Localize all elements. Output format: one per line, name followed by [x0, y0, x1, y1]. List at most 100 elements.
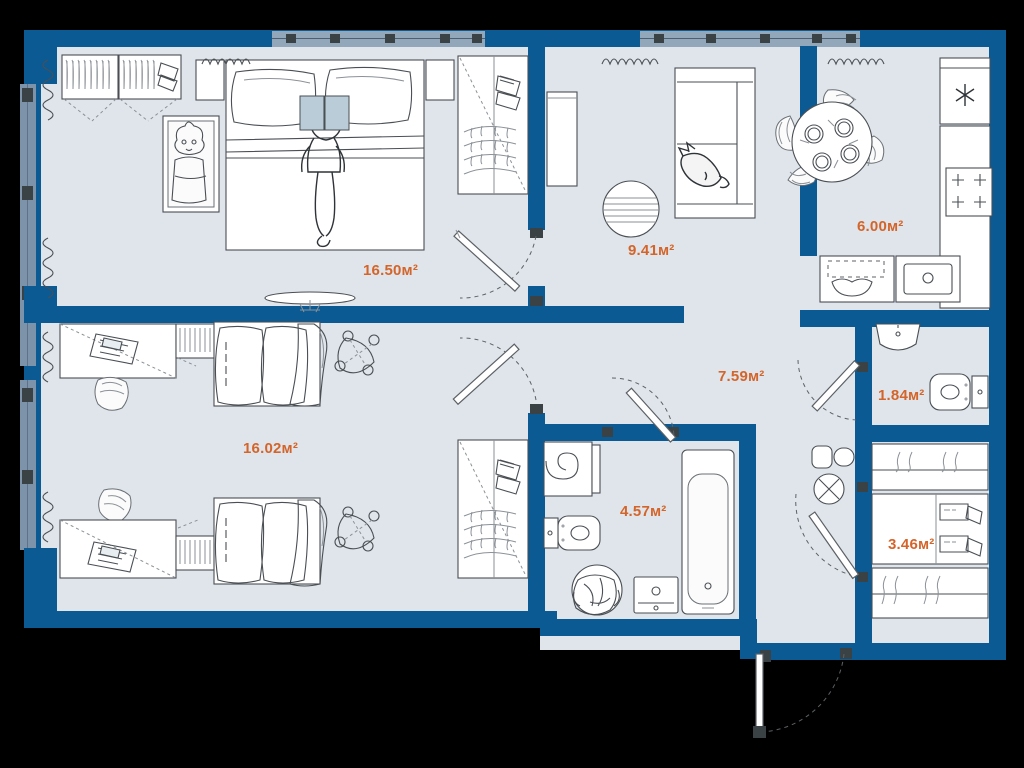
door-jamb-entrance-left: [760, 650, 771, 662]
curtain-vertical-left-2: [40, 236, 56, 306]
door-jamb-wardrobe-top: [857, 482, 868, 492]
toilet-bathroom: [543, 515, 602, 552]
balcony-hinge-left-4: [22, 388, 33, 402]
wardrobe-bedroom2: [457, 439, 530, 580]
wardrobe-shelf-shirts: [871, 493, 990, 566]
interior-wall-bedroom2-hall: [528, 413, 545, 628]
window-living-tick-4: [812, 34, 822, 43]
sofa-living-room: [674, 67, 757, 220]
coffee-table-master: [264, 291, 356, 314]
exterior-wall-bottom-left: [24, 611, 540, 628]
interior-wall-bathroom-top: [528, 424, 756, 441]
crib: [162, 115, 221, 214]
area-label-kitchen: 6.00м²: [857, 218, 904, 235]
toilet-wc: [929, 372, 990, 414]
window-bedroom-tick-1: [286, 34, 296, 43]
kitchen-counter-run: [939, 125, 992, 310]
window-bedroom-tick-2: [330, 34, 340, 43]
radiator-curtain-bedroom-1: [200, 54, 260, 70]
area-label-guest-wc: 1.84м²: [878, 387, 925, 404]
radiator-upper-bedroom2: [175, 323, 218, 367]
entrance-door[interactable]: [752, 652, 862, 752]
wardrobe-master-right: [457, 55, 530, 196]
nightstand-right: [425, 59, 456, 102]
desk-upper-bedroom2: [59, 323, 178, 380]
window-bedroom: [272, 31, 485, 47]
round-coffee-table-living: [602, 180, 662, 240]
wardrobe-rail-bottom: [871, 567, 990, 620]
interior-wall-kitchen-bottom: [800, 310, 1006, 327]
window-living-mullion: [640, 38, 860, 39]
door-bathroom: [610, 368, 690, 443]
desk-lower-bedroom2: [59, 519, 178, 582]
window-living-tick-3: [760, 34, 770, 43]
laundry-basket: [570, 562, 624, 618]
double-bed-master: [225, 59, 426, 252]
window-bedroom-tick-4: [440, 34, 450, 43]
wall-pier-left-lower: [24, 548, 57, 612]
window-living-room: [640, 31, 860, 47]
curtain-vertical-left-3: [40, 330, 56, 390]
interior-wall-wc-bottom: [855, 425, 1006, 442]
single-bed-lower: [213, 496, 396, 588]
door-jamb-bedroom2-top: [530, 404, 543, 414]
door-jamb-bathroom-left: [602, 427, 613, 437]
area-label-wardrobe-room: 3.46м²: [888, 536, 935, 553]
interior-wall-bedrooms-divider: [24, 306, 684, 323]
area-label-hallway: 7.59м²: [718, 368, 765, 385]
balcony-hinge-left-1: [22, 88, 33, 102]
door-guest-wc: [790, 356, 870, 424]
radiator-curtain-bedroom-2: [600, 54, 666, 70]
washbasin-wc: [874, 322, 922, 358]
exterior-wall-right: [989, 30, 1006, 660]
door-jamb-entrance-right: [840, 648, 852, 659]
window-living-tick-2: [706, 34, 716, 43]
mirror-panel-master: [546, 91, 579, 188]
nightstand-left: [195, 59, 226, 102]
door-jamb-bedroom1-top: [530, 228, 543, 238]
curtain-vertical-left-1: [40, 58, 56, 128]
area-label-second-bedroom: 16.02м²: [243, 440, 299, 457]
balcony-glazing-left-lower: [20, 380, 36, 550]
office-chair-lower: [94, 486, 138, 524]
washing-machine-bathroom: [543, 441, 602, 498]
balcony-mullion-left-lower: [27, 380, 28, 550]
curtain-vertical-left-4: [40, 490, 56, 550]
window-living-tick-5: [846, 34, 856, 43]
shoe-cabinet-hall: [811, 445, 856, 470]
wall-mirror-hall: [812, 472, 846, 506]
door-master-bedroom: [452, 228, 548, 312]
dining-table-kitchen: [770, 86, 896, 202]
window-bedroom-mullion: [272, 38, 485, 39]
area-label-living-room: 9.41м²: [628, 242, 675, 259]
single-bed-upper: [213, 321, 396, 408]
cooktop-kitchen: [945, 167, 994, 218]
wardrobe-master-left: [61, 54, 182, 122]
interior-wall-wc-left: [855, 310, 872, 434]
balcony-hinge-left-2: [22, 186, 33, 200]
interior-wall-bedroom-living: [528, 46, 545, 230]
exterior-wall-step-horizontal: [540, 619, 756, 636]
exterior-wall-bottom-right: [756, 643, 1006, 660]
area-label-bathroom: 4.57м²: [620, 503, 667, 520]
kitchen-sink-counter: [819, 255, 962, 304]
balcony-hinge-left-5: [22, 470, 33, 484]
office-chair-upper: [92, 376, 134, 412]
radiator-curtain-kitchen: [826, 54, 892, 70]
window-bedroom-tick-5: [472, 34, 482, 43]
door-jamb-wc-top: [857, 362, 868, 372]
wardrobe-rail-top: [871, 443, 990, 492]
refrigerator-kitchen: [939, 57, 992, 126]
window-living-tick-1: [654, 34, 664, 43]
door-jamb-wardrobe-bottom: [857, 572, 868, 582]
door-wardrobe-room: [790, 488, 870, 584]
balcony-mullion-left: [27, 84, 28, 366]
window-bedroom-tick-3: [385, 34, 395, 43]
area-label-master-bedroom: 16.50м²: [363, 262, 419, 279]
bathtub: [681, 449, 736, 616]
exterior-wall-entry-jamb: [740, 619, 757, 659]
door-second-bedroom: [452, 318, 548, 412]
wall-stub-hall-kitchen: [800, 236, 817, 256]
door-jamb-bedroom1-bottom: [530, 296, 543, 306]
